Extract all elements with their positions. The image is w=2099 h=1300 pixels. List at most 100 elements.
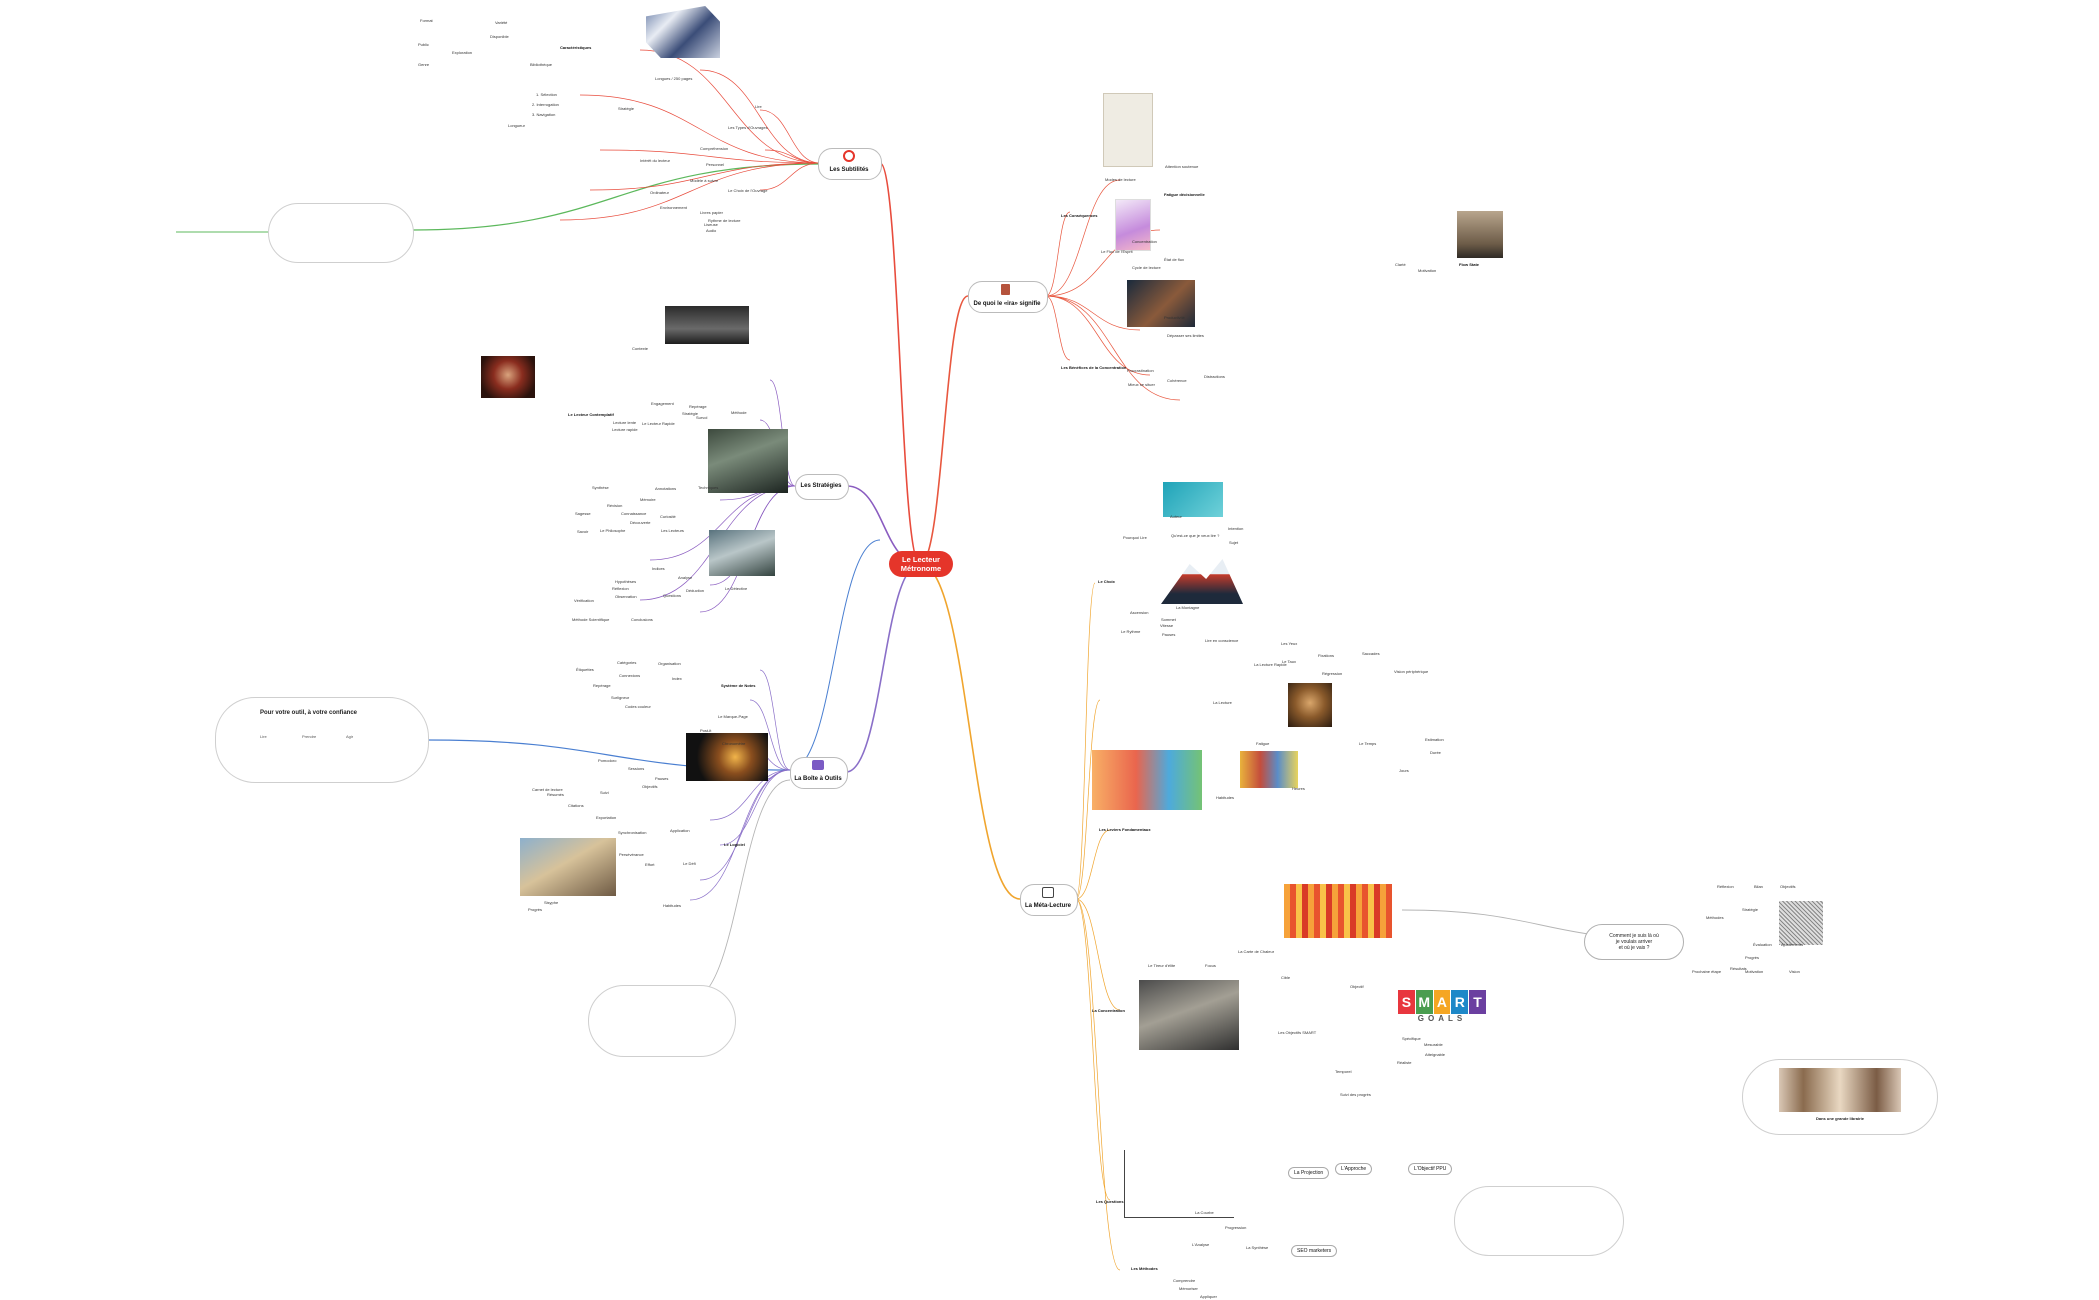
node-boite_labels-d22[interactable]: Application (670, 828, 690, 833)
node-meta_labels-e27[interactable]: La Carte de Chaleur (1238, 949, 1275, 954)
node-meta_labels-e15[interactable]: La Lecture (1213, 700, 1232, 705)
node-quoi_labels-b10[interactable]: Procrastination (1127, 368, 1154, 373)
node-meta_labels-e35[interactable]: Objectif (1350, 984, 1364, 989)
node-subtilites_labels-a8[interactable]: Lire (755, 104, 762, 109)
node-boite_labels-d14[interactable]: Sessions (628, 766, 645, 771)
pill-approche[interactable]: L'Approche (1335, 1163, 1373, 1175)
node-quoi_labels-b5[interactable]: Le Flux de l'Esprit (1101, 249, 1133, 254)
node-subtilites_labels-a1[interactable]: Caractéristiques (560, 45, 592, 50)
node-strategies_labels-c9[interactable]: Repérage (689, 404, 707, 409)
node-right_labels-f9[interactable]: Résultats (1730, 966, 1747, 971)
node-subtilites_labels-a7[interactable]: Les Types d'Ouvrages (728, 125, 768, 130)
node-meta_labels-e49[interactable]: Les Méthodes (1131, 1266, 1158, 1271)
node-meta_labels-e11[interactable]: Vitesse (1160, 623, 1174, 628)
node-meta_labels-e53[interactable]: Comprendre (1173, 1278, 1196, 1283)
node-strategies_labels-c3[interactable]: Contexte (632, 346, 649, 351)
node-meta_labels-e43[interactable]: Les Questions (1096, 1199, 1124, 1204)
node-strategies_labels-c19[interactable]: Déduction (686, 588, 705, 593)
node-subtilites_labels-a6[interactable]: Longues / 250 pages (655, 76, 693, 81)
node-strategies_labels-c1[interactable]: Le Lecteur Contemplatif (568, 412, 614, 417)
node-meta_labels-e47[interactable]: La Courbe (1195, 1210, 1214, 1215)
node-subtilites_labels-a24[interactable]: Format (420, 18, 433, 23)
node-strategies_labels-c8[interactable]: Engagement (651, 401, 674, 406)
node-quoi_labels-b6[interactable]: Concentration (1132, 239, 1157, 244)
node-boite_labels-d6[interactable]: Index (672, 676, 682, 681)
node-strategies_labels-c22[interactable]: Vérification (574, 598, 594, 603)
node-quoi_labels-b14[interactable]: Productivité (1164, 315, 1185, 320)
node-strategies_labels-c16[interactable]: Le Détective (725, 586, 748, 591)
node-strategies_labels-c26[interactable]: Conclusions (631, 617, 653, 622)
node-right_labels-f11[interactable]: Motivation (1745, 969, 1764, 974)
node-strategies_labels-c29[interactable]: Sagesse (575, 511, 591, 516)
node-meta_labels-e37[interactable]: Spécifique (1402, 1036, 1421, 1041)
node-meta_labels-e9[interactable]: Sommet (1161, 617, 1176, 622)
node-boite_labels-d27[interactable]: Effort (645, 862, 655, 867)
node-subtilites_labels-a11[interactable]: Personnel (706, 162, 725, 167)
node-subtilites_labels-a27[interactable]: Longueur (508, 123, 525, 128)
node-right_labels-f5[interactable]: Méthodes (1706, 915, 1724, 920)
node-meta_labels-e20[interactable]: Saccades (1362, 651, 1380, 656)
node-meta_labels-e19[interactable]: Fixations (1318, 653, 1335, 658)
node-quoi_labels-b9[interactable]: Les Bénéfices de la Concentration (1061, 365, 1127, 370)
node-boite_labels-d23[interactable]: Synchronisation (618, 830, 647, 835)
node-quoi_labels-b3[interactable]: Attention soutenue (1165, 164, 1199, 169)
node-subtilites_labels-a2[interactable]: Variété (495, 20, 508, 25)
node-boite_labels-d9[interactable]: Surligneur (611, 695, 630, 700)
node-meta_labels-e48[interactable]: Progression (1225, 1225, 1247, 1230)
node-meta_labels-e18[interactable]: Les Yeux (1281, 641, 1298, 646)
node-boite_labels-d3[interactable]: Catégories (617, 660, 637, 665)
pill-objectif-ppu[interactable]: L'Objectif PPU (1408, 1163, 1453, 1175)
node-quoi_labels-b18[interactable]: Flow State (1459, 262, 1480, 267)
node-meta_labels-e51[interactable]: La Synthèse (1246, 1245, 1269, 1250)
node-strategies_labels-c6[interactable]: Lecture rapide (612, 427, 638, 432)
node-boite_labels-d11[interactable]: Post-it (700, 728, 712, 733)
node-meta_labels-e5[interactable]: Sujet (1229, 540, 1239, 545)
node-strategies_labels-c5[interactable]: Méthode (731, 410, 747, 415)
node-quoi_labels-b2[interactable]: Modes de lecture (1105, 177, 1136, 182)
node-boite_labels-d20[interactable]: Citations (568, 803, 584, 808)
node-meta_labels-e33[interactable]: Focus (1205, 963, 1216, 968)
node-boite_labels-d12[interactable]: Chronomètre (722, 741, 746, 746)
node-meta_labels-e41[interactable]: Temporel (1335, 1069, 1352, 1074)
node-quoi_labels-b13[interactable]: Distractions (1204, 374, 1225, 379)
node-meta_labels-e26[interactable]: Durée (1430, 750, 1441, 755)
node-meta_labels-e55[interactable]: Appliquer (1200, 1294, 1217, 1299)
node-right_labels-f2[interactable]: Bilan (1754, 884, 1763, 889)
node-strategies_labels-c2[interactable]: Le Lecteur Rapide (642, 421, 675, 426)
node-meta_labels-e7[interactable]: La Montagne (1176, 605, 1200, 610)
branch-node-subtilites[interactable] (818, 148, 882, 180)
node-subtilites_labels-a21[interactable]: 1. Sélection (536, 92, 557, 97)
node-subtilites_labels-a9[interactable]: Le Choix de l'Ouvrage (728, 188, 768, 193)
node-meta_labels-e54[interactable]: Mémoriser (1179, 1286, 1198, 1291)
node-subtilites_labels-a5[interactable]: Bibliothèque (530, 62, 553, 67)
node-subtilites_labels-a10[interactable]: Compréhension (700, 146, 729, 151)
node-subtilites_labels-a17[interactable]: Liseuse (704, 222, 718, 227)
node-subtilites_labels-a19[interactable]: Ordinateur (650, 190, 669, 195)
node-meta_labels-e25[interactable]: Estimation (1425, 737, 1444, 742)
node-subtilites_labels-a20[interactable]: Stratégie (618, 106, 635, 111)
node-right_labels-f7[interactable]: Ajustements (1781, 942, 1804, 947)
node-strategies_labels-c25[interactable]: Méthode Scientifique (572, 617, 610, 622)
node-meta_labels-e32[interactable]: Le Tireur d'élite (1148, 963, 1176, 968)
node-boite_labels-d13[interactable]: Pomodoro (598, 758, 617, 763)
node-meta_labels-e1[interactable]: Le Choix (1098, 579, 1115, 584)
node-meta_labels-e12[interactable]: Pauses (1162, 632, 1176, 637)
node-meta_labels-e2[interactable]: Pourquoi Lire (1123, 535, 1147, 540)
node-meta_labels-e10[interactable]: Le Rythme (1121, 629, 1141, 634)
node-meta_labels-e6[interactable]: Auteur (1170, 514, 1182, 519)
node-right_labels-f4[interactable]: Stratégie (1742, 907, 1759, 912)
node-boite_labels-d18[interactable]: Carnet de lecture (532, 787, 563, 792)
node-boite_labels-d28[interactable]: Progrès (528, 907, 543, 912)
node-boite_labels-d7[interactable]: Le Marque-Page (718, 714, 748, 719)
node-meta_labels-e23[interactable]: Fatigue (1256, 741, 1270, 746)
node-quoi_labels-b7[interactable]: Cycle de lecture (1132, 265, 1161, 270)
node-meta_labels-e17[interactable]: Le Taux (1282, 659, 1296, 664)
node-strategies_labels-c14[interactable]: Mémoire (640, 497, 656, 502)
node-right_labels-f10[interactable]: Prochaine étape (1692, 969, 1722, 974)
node-quoi_labels-b8[interactable]: État de flux (1164, 257, 1185, 262)
node-quoi_labels-b12[interactable]: Cohérence (1167, 378, 1187, 383)
node-subtilites_labels-a26[interactable]: Genre (418, 62, 430, 67)
node-strategies_labels-c10[interactable]: Survol (696, 415, 708, 420)
node-strategies_labels-c18[interactable]: Indices (652, 566, 665, 571)
node-quoi_labels-b16[interactable]: Clarté (1395, 262, 1406, 267)
